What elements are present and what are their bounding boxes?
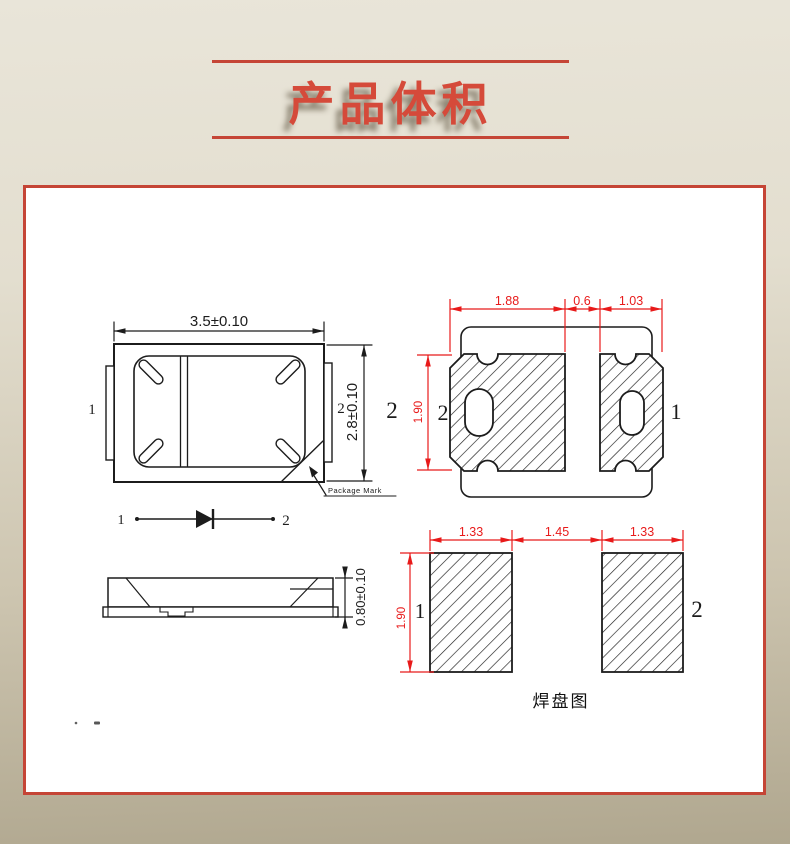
cavity-divider-lines bbox=[179, 356, 189, 467]
dim-pad2-width-label: 1.88 bbox=[495, 294, 519, 308]
dim-thickness bbox=[335, 566, 353, 629]
dim-height bbox=[326, 344, 373, 482]
page-title: 产品体积 bbox=[288, 78, 493, 130]
solder-pad-top-dims bbox=[429, 530, 684, 551]
circuit-symbol: 1 2 bbox=[118, 509, 290, 529]
circuit-pin1-label: 1 bbox=[118, 513, 125, 528]
solder-pad-1 bbox=[429, 552, 513, 673]
diode-triangle bbox=[196, 510, 213, 528]
top-view-drawing: 3.5±0.10 2.8±0.10 1 2 2 Package Mark bbox=[88, 313, 398, 497]
solder-dim-pad2-width-label: 1.33 bbox=[630, 525, 654, 539]
leader-arrowhead bbox=[309, 466, 318, 478]
dim-width bbox=[113, 321, 325, 342]
solder-pad-2 bbox=[601, 552, 684, 673]
scan-specks bbox=[74, 721, 100, 725]
side-inner-lines bbox=[125, 577, 333, 608]
electrode-tab-left bbox=[105, 365, 115, 461]
pad2-number-label: 2 bbox=[438, 400, 449, 425]
dim-thickness-label: 0.80±0.10 bbox=[353, 568, 368, 626]
cavity-corner-chamfers bbox=[138, 359, 301, 464]
electrode-tab-right bbox=[323, 362, 333, 463]
pad-2-shape bbox=[449, 353, 566, 472]
drawing-panel bbox=[23, 185, 766, 795]
pad-1-shape bbox=[599, 353, 664, 472]
side-view-drawing: 0.80±0.10 bbox=[102, 566, 368, 629]
solder-pad2-number-label: 2 bbox=[691, 597, 703, 622]
pad-layout-top-dims bbox=[449, 299, 663, 352]
package-mark-callout: Package Mark bbox=[309, 466, 397, 497]
circuit-pin2-label: 2 bbox=[282, 513, 290, 529]
pad-layout-drawing: 1.88 0.6 1.03 1.90 2 1 bbox=[413, 294, 682, 498]
dim-pad-height-label: 1.90 bbox=[413, 401, 425, 423]
solder-pad-height-dim bbox=[400, 552, 434, 673]
solder-dim-height-label: 1.90 bbox=[396, 607, 408, 629]
solder-dim-gap-label: 1.45 bbox=[545, 525, 569, 539]
pad-layout-height-dim bbox=[417, 354, 452, 471]
side-base-details bbox=[107, 607, 334, 617]
package-mark-label: Package Mark bbox=[328, 486, 382, 495]
dim-width-label: 3.5±0.10 bbox=[190, 313, 248, 330]
solder-pad1-number-label: 1 bbox=[415, 599, 426, 623]
polarity-chamfer-line bbox=[281, 440, 324, 482]
pin2-outer-label: 2 bbox=[386, 398, 398, 423]
side-base-strip bbox=[102, 606, 339, 618]
header-rule-top bbox=[212, 60, 569, 63]
reflector-cavity bbox=[133, 355, 306, 468]
pin2-label: 2 bbox=[337, 401, 345, 417]
header-rule-bottom bbox=[212, 136, 569, 139]
dim-pad1-width-label: 1.03 bbox=[619, 294, 643, 308]
pin1-label: 1 bbox=[88, 402, 96, 418]
dim-height-label: 2.8±0.10 bbox=[344, 383, 361, 441]
side-body bbox=[107, 577, 334, 608]
dim-gap-label: 0.6 bbox=[573, 294, 590, 308]
solder-dim-pad1-width-label: 1.33 bbox=[459, 525, 483, 539]
solder-pad-caption: 焊盘图 bbox=[533, 692, 590, 711]
pad1-number-label: 1 bbox=[671, 399, 682, 424]
solder-pad-drawing: 1.33 1.45 1.33 1.90 1 2 焊盘图 bbox=[396, 525, 703, 711]
